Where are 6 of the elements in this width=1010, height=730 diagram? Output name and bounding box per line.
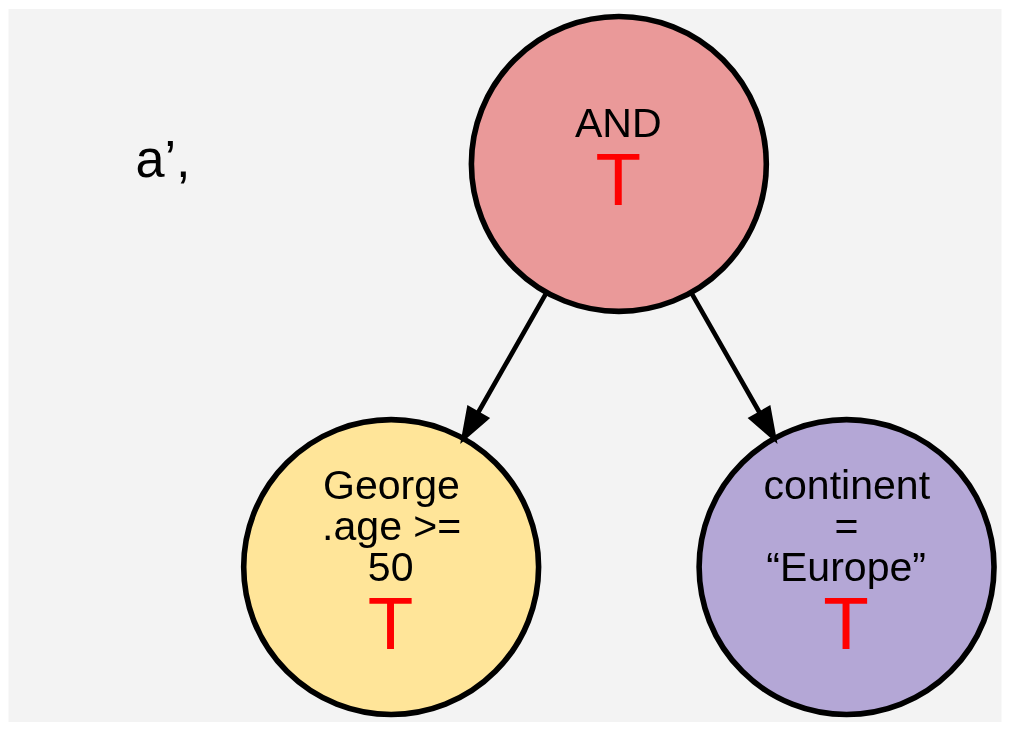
arrow	[460, 291, 549, 444]
node-circle: AND T	[468, 13, 770, 314]
node-circle: continent = “Europe” T	[696, 416, 997, 717]
node-circle: George .age >= 50 T	[240, 416, 542, 717]
label: a’,	[135, 129, 191, 188]
arrow	[689, 291, 778, 444]
